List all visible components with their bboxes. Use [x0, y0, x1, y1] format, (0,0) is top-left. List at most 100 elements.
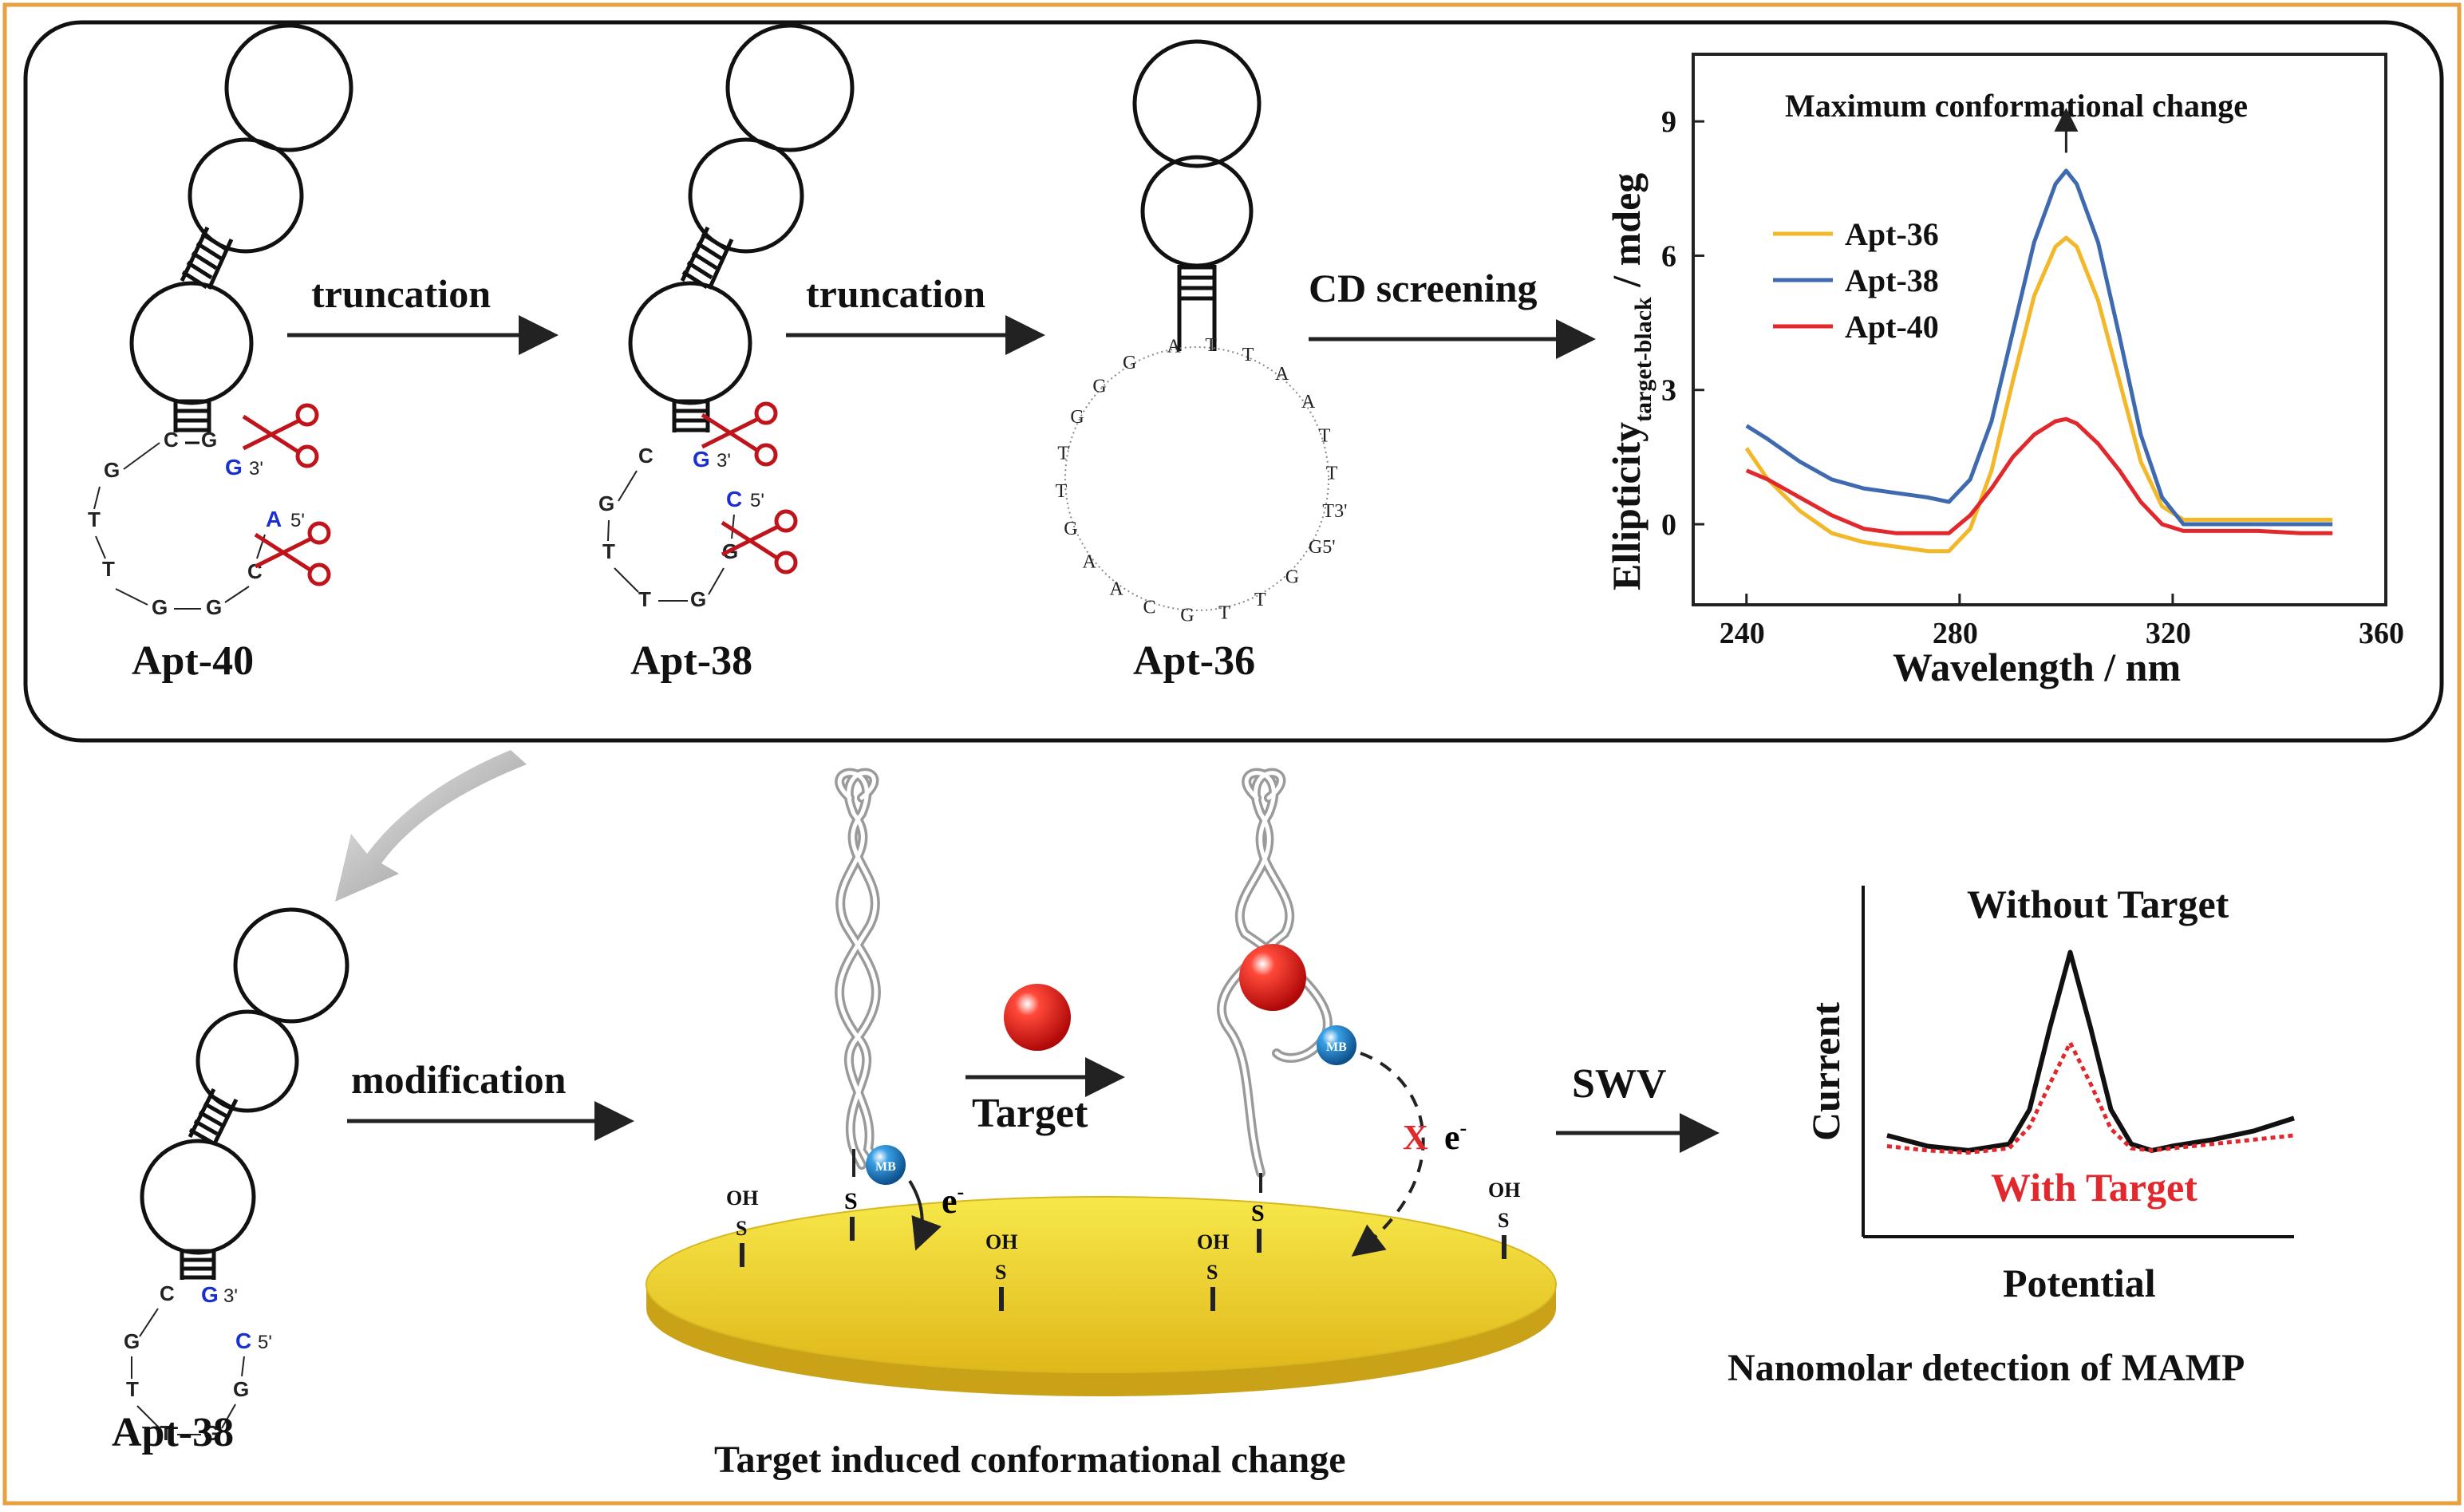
- cd-ytick-label: 0: [1661, 508, 1676, 542]
- apt40-nt-c: C: [164, 428, 179, 452]
- electron-label-2: e-: [1444, 1116, 1467, 1157]
- swv-series-without-target: [1886, 949, 2295, 1153]
- apt36-nt: G: [1180, 606, 1194, 626]
- cd-screening-label: CD screening: [1309, 266, 1538, 310]
- thiol-linkers: OH S OH S OH S OH S: [726, 1178, 1520, 1311]
- apt38-nt-t1: T: [602, 539, 615, 563]
- bound-s-label: S: [1251, 1200, 1265, 1226]
- swv-ylabel: Current: [1803, 1002, 1848, 1141]
- apt40-end3: 3': [249, 458, 263, 480]
- apt40-nt-t1: T: [88, 507, 101, 531]
- apt36-nt: G5': [1309, 537, 1336, 558]
- oh-label: OH: [1197, 1230, 1229, 1253]
- mb-text-unbound: MB: [875, 1160, 896, 1174]
- apt36-nt: A: [1167, 337, 1181, 357]
- oh-label: OH: [985, 1230, 1017, 1253]
- electron-transfer-arrow: [908, 1179, 942, 1251]
- probe-s-label: S: [844, 1188, 858, 1214]
- apt38b-nt-t1: T: [126, 1377, 139, 1401]
- apt36-nt: T: [1242, 345, 1254, 365]
- apt38-structure-top: C G 3' C 5' G T T G G: [598, 23, 855, 611]
- cd-title: Maximum conformational change: [1785, 88, 2248, 124]
- apt36-nt: T: [1218, 602, 1230, 623]
- apt38-structure-bottom: C G 3' C 5' G T T G G: [124, 907, 349, 1445]
- apt40-nt-t2: T: [102, 557, 115, 581]
- apt36-nt: A: [1275, 364, 1289, 385]
- apt40-nt-g-blue: G: [225, 455, 243, 480]
- oh-label: OH: [726, 1186, 758, 1210]
- apt38b-nt-g-blue: G: [201, 1282, 219, 1307]
- cd-xtick-label: 280: [1933, 617, 1978, 650]
- apt36-label: Apt-36: [1133, 638, 1255, 684]
- apt36-nt: G: [1092, 376, 1106, 397]
- apt36-nt: G: [1064, 519, 1077, 539]
- apt38b-nt-t2: T: [160, 1421, 172, 1445]
- apt38b-end5: 5': [258, 1332, 272, 1353]
- apt38-label-top: Apt-38: [630, 638, 752, 684]
- apt38-nt-t2: T: [638, 587, 651, 611]
- blocked-electron-path: [1351, 1052, 1425, 1257]
- s-label: S: [1498, 1209, 1509, 1232]
- truncation-label-1: truncation: [311, 271, 491, 316]
- aptamer-probe-unbound-inner: [837, 771, 884, 1171]
- apt40-nt-g: G: [201, 428, 217, 452]
- apt36-nt: T3': [1322, 501, 1347, 522]
- scissors-icon: [721, 509, 798, 574]
- cd-xtick-label: 360: [2359, 617, 2404, 650]
- cd-ytick-label: 6: [1661, 239, 1676, 273]
- apt38-nt-c: C: [638, 444, 654, 468]
- mb-text-bound: MB: [1326, 1040, 1347, 1054]
- grey-curved-arrow: [335, 750, 527, 902]
- target-molecule-bound: [1239, 944, 1306, 1011]
- electron-label-1: e-: [942, 1180, 964, 1221]
- apt40-nt-a-blue: A: [266, 507, 282, 531]
- cd-xlabel: Wavelength / nm: [1893, 645, 2181, 689]
- scissors-icon: [242, 403, 319, 468]
- s-label: S: [1206, 1261, 1218, 1284]
- apt36-nt: G: [1123, 353, 1136, 373]
- apt36-nt: T: [1254, 590, 1266, 610]
- cd-chart-frame: [1692, 53, 2387, 606]
- apt36-nt: A: [1109, 578, 1123, 599]
- swv-label-with: With Target: [1991, 1165, 2197, 1210]
- apt36-nt: T: [1205, 335, 1217, 356]
- swv-xlabel: Potential: [2003, 1261, 2156, 1305]
- apt38b-end3: 3': [223, 1285, 238, 1307]
- cd-series-apt-36: [1744, 235, 2333, 554]
- apt38-end3: 3': [717, 450, 731, 472]
- scissors-icon: [254, 521, 331, 586]
- cd-legend-label: Apt-38: [1845, 263, 1939, 298]
- apt36-nt: G: [1070, 407, 1084, 428]
- cd-legend-label: Apt-36: [1845, 216, 1939, 252]
- mb-label-bound: [1317, 1025, 1356, 1065]
- apt40-nt-g4: G: [206, 595, 222, 619]
- apt36-nt: G: [1285, 567, 1299, 588]
- apt40-label: Apt-40: [132, 638, 254, 684]
- mb-label-unbound: [866, 1145, 906, 1185]
- apt38-nt-c-blue: C: [726, 487, 742, 511]
- apt38-nt-g-blue: G: [693, 447, 710, 472]
- cd-series-apt-40: [1745, 416, 2333, 535]
- apt38-label-bottom: Apt-38: [112, 1410, 234, 1455]
- detection-caption: Nanomolar detection of MAMP: [1728, 1347, 2245, 1389]
- apt38b-nt-g2: G: [233, 1377, 249, 1401]
- apt36-nt: A: [1082, 552, 1096, 573]
- apt40-structure: C G G 3' G T T G G C A 5': [88, 23, 353, 619]
- apt36-nt: T: [1056, 481, 1068, 502]
- cd-xtick-label: 320: [2146, 617, 2191, 650]
- apt36-nt: T: [1319, 426, 1331, 447]
- apt36-nt: C: [1143, 597, 1156, 618]
- apt38b-nt-g1: G: [124, 1329, 140, 1353]
- apt40-end5: 5': [290, 510, 305, 531]
- blocked-mark: X: [1403, 1118, 1428, 1157]
- oh-label: OH: [1488, 1178, 1520, 1202]
- cd-legend-label: Apt-40: [1845, 309, 1939, 345]
- apt40-nt-g3: G: [152, 595, 168, 619]
- apt38-end5: 5': [750, 490, 764, 511]
- apt40-nt-g2: G: [104, 458, 120, 482]
